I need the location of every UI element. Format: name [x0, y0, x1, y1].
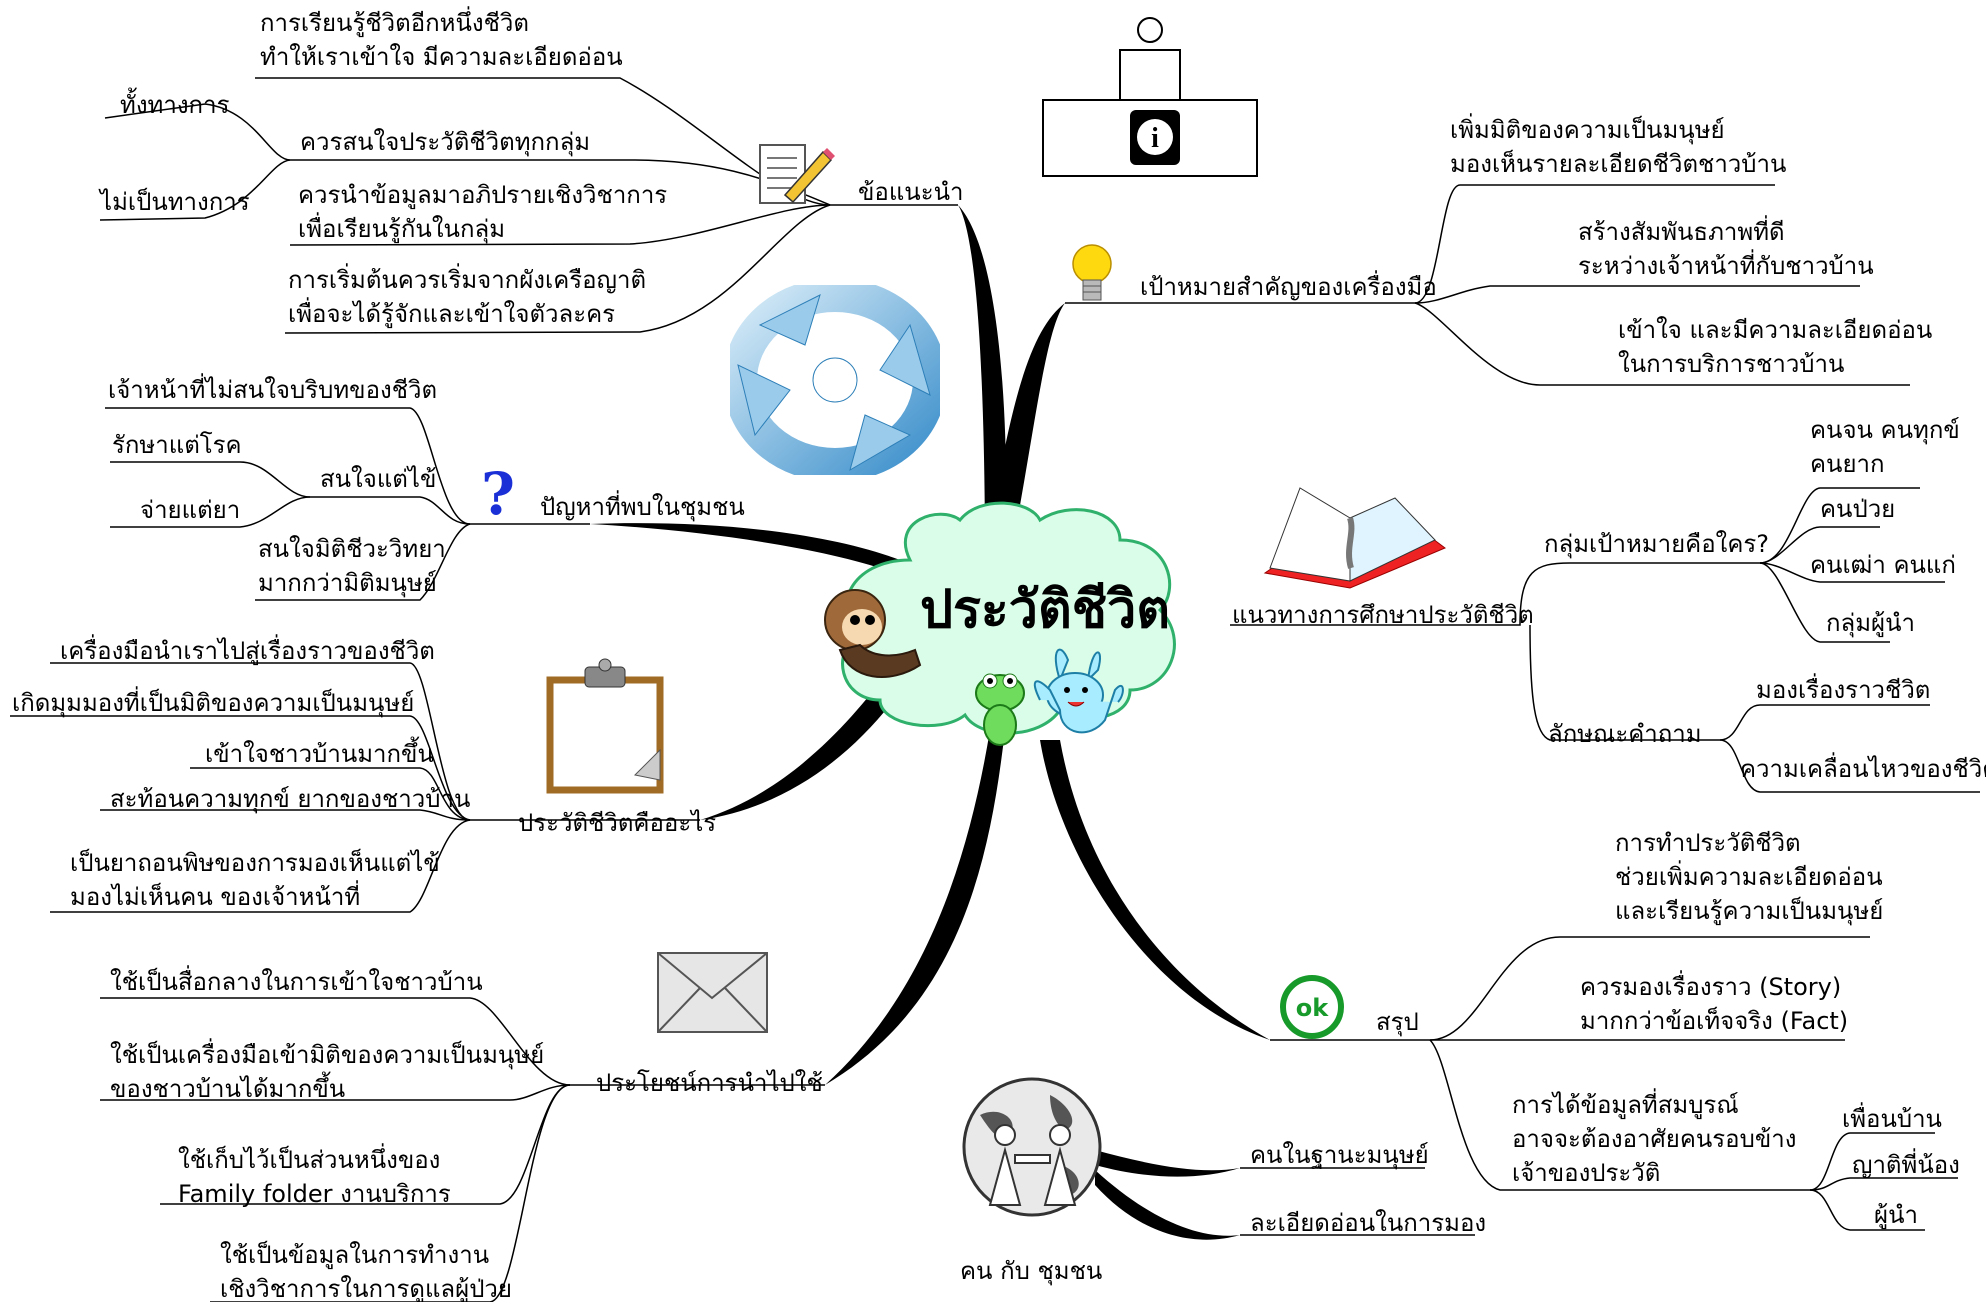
- benefits-item-2: ใช้เป็นเครื่องมือเข้ามิติของความเป็นมนุษ…: [110, 1041, 545, 1103]
- center-title: ประวัติชีวิต: [919, 580, 1171, 640]
- goals-item-3: เข้าใจ และมีความละเอียดอ่อน ในการบริการช…: [1618, 316, 1933, 378]
- branch-label-summary: สรุป: [1376, 1008, 1419, 1036]
- branch-goals: [985, 303, 1065, 560]
- advice-item-2-child-2: ไม่เป็นทางการ: [100, 188, 250, 216]
- svg-text:i: i: [1151, 123, 1159, 154]
- summary-item-1: การทำประวัติชีวิต ช่วยเพิ่มความละเอียดอ่…: [1615, 829, 1884, 925]
- benefits-item-4: ใช้เป็นข้อมูลในการทำงาน เชิงวิชาการในการ…: [220, 1241, 512, 1302]
- open-book-icon: [1263, 487, 1446, 589]
- approach-item-1-child-2: คนป่วย: [1820, 495, 1896, 523]
- problems-item-3: สนใจมิติชีวะวิทยา มากกว่ามิติมนุษย์: [258, 535, 446, 597]
- what-is-item-1: เครื่องมือนำเราไปสู่เรื่องราวของชีวิต: [60, 637, 435, 665]
- frog-icon: [975, 673, 1025, 746]
- branch-problems: [590, 523, 900, 575]
- person-info-desk-icon: i: [1042, 17, 1258, 177]
- what-is-item-3: เข้าใจชาวบ้านมากขึ้น: [205, 740, 434, 768]
- summary-item-3-child-3: ผู้นำ: [1874, 1201, 1918, 1229]
- problems-item-2: สนใจแต่ไข้: [320, 465, 437, 493]
- approach-item-1-child-1: คนจน คนทุกข์ คนยาก: [1810, 416, 1960, 478]
- advice-item-4: การเริ่มต้นควรเริ่มจากผังเครือญาติ เพื่อ…: [288, 266, 647, 328]
- approach-item-2: ลักษณะคำถาม: [1548, 720, 1702, 748]
- what-is-item-5: เป็นยาถอนพิษของการมองเห็นแต่ไข้ มองไม่เห…: [70, 849, 440, 911]
- summary-item-3-child-2: ญาติพี่น้อง: [1852, 1151, 1960, 1179]
- lightbulb-icon: [1072, 244, 1112, 301]
- what-is-item-4: สะท้อนความทุกข์ ยากของชาวบ้าน: [110, 785, 471, 813]
- branch-label-what-is: ประวัติชีวิตคืออะไร: [518, 809, 717, 837]
- problems-item-1: เจ้าหน้าที่ไม่สนใจบริบทของชีวิต: [108, 376, 438, 404]
- what-is-item-2: เกิดมุมมองที่เป็นมิติของความเป็นมนุษย์: [12, 689, 415, 717]
- community-item-1: คนในฐานะมนุษย์: [1250, 1141, 1429, 1169]
- approach-item-1-child-3: คนเฒ่า คนแก่: [1810, 551, 1956, 579]
- summary-item-3-child-1: เพื่อนบ้าน: [1842, 1105, 1942, 1133]
- problems-item-2-child-1: รักษาแต่โรค: [112, 431, 242, 459]
- branch-label-approach: แนวทางการศึกษาประวัติชีวิต: [1232, 601, 1534, 629]
- branch-summary: [1040, 740, 1270, 1040]
- branch-label-benefits: ประโยชน์การนำไปใช้: [596, 1069, 823, 1097]
- approach-item-2-child-1: มองเรื่องราวชีวิต: [1756, 676, 1931, 704]
- svg-text:ok: ok: [1296, 994, 1329, 1022]
- benefits-item-3: ใช้เก็บไว้เป็นส่วนหนึ่งของ Family folder…: [178, 1146, 451, 1208]
- goals-item-1: เพิ่มมิติของความเป็นมนุษย์ มองเห็นรายละเ…: [1450, 116, 1787, 178]
- question-mark-icon: ?: [481, 462, 515, 526]
- branch-label-community: คน กับ ชุมชน: [960, 1257, 1103, 1285]
- cycle-arrows-icon: [730, 285, 940, 475]
- branch-community-2: [1095, 1170, 1240, 1240]
- rabbit-icon: [1033, 648, 1124, 734]
- globe-people-icon: [962, 1077, 1102, 1217]
- branch-advice: [958, 205, 1007, 560]
- envelope-icon: [657, 952, 768, 1033]
- benefits-item-1: ใช้เป็นสื่อกลางในการเข้าใจชาวบ้าน: [110, 968, 483, 996]
- branch-label-goals: เป้าหมายสำคัญของเครื่องมือ: [1140, 273, 1437, 301]
- approach-item-1-child-4: กลุ่มผู้นำ: [1826, 609, 1916, 637]
- approach-item-1: กลุ่มเป้าหมายคือใคร?: [1544, 530, 1770, 558]
- branch-label-advice: ข้อแนะนำ: [858, 178, 964, 206]
- summary-item-2: ควรมองเรื่องราว (Story) มากกว่าข้อเท็จจร…: [1580, 973, 1849, 1035]
- branch-community: [1095, 1150, 1240, 1177]
- advice-item-2-child-1: ทั้งทางการ: [120, 91, 230, 119]
- problems-item-2-child-2: จ่ายแต่ยา: [140, 496, 241, 524]
- advice-item-2: ควรสนใจประวัติชีวิตทุกกลุ่ม: [300, 128, 591, 156]
- advice-item-1: การเรียนรู้ชีวิตอีกหนึ่งชีวิต ทำให้เราเข…: [260, 9, 623, 71]
- ok-badge-icon: ok: [1280, 975, 1344, 1039]
- branch-label-problems: ปัญหาที่พบในชุมชน: [540, 493, 745, 521]
- monkey-icon: [824, 589, 922, 678]
- notepad-pencil-icon: [759, 144, 835, 204]
- community-item-2: ละเอียดอ่อนในการมอง: [1250, 1209, 1487, 1237]
- clipboard-icon: [546, 658, 664, 794]
- advice-item-3: ควรนำข้อมูลมาอภิปรายเชิงวิชาการ เพื่อเรี…: [298, 181, 668, 243]
- svg-text:?: ?: [481, 462, 515, 526]
- goals-item-2: สร้างสัมพันธภาพที่ดี ระหว่างเจ้าหน้าที่ก…: [1578, 218, 1874, 280]
- summary-item-3: การได้ข้อมูลที่สมบูรณ์ อาจจะต้องอาศัยคนร…: [1512, 1091, 1797, 1187]
- branch-benefits: [825, 730, 1005, 1085]
- approach-item-2-child-2: ความเคลื่อนไหวของชีวิต: [1740, 755, 1986, 783]
